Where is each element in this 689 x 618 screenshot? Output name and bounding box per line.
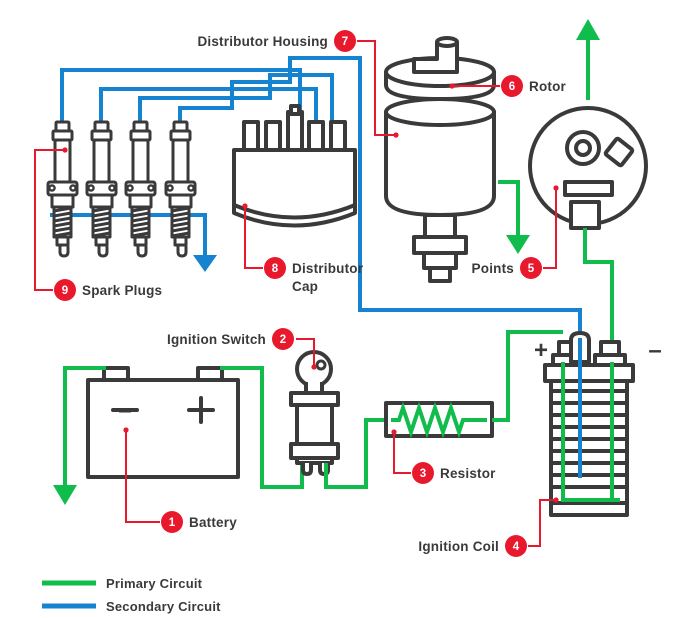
callout-9-badge[interactable]	[54, 279, 76, 301]
rotor	[384, 36, 496, 101]
callout-4-label: Ignition Coil	[418, 539, 499, 554]
callout-2-number: 2	[280, 334, 286, 346]
callout-6-label: Rotor	[529, 79, 567, 94]
primary-arrow-up	[576, 19, 600, 100]
legend-label-primary: Primary Circuit	[106, 576, 203, 591]
spark-plugs-group	[46, 120, 197, 258]
resistor	[384, 401, 494, 439]
battery: – +	[86, 366, 240, 479]
callout-1[interactable]: 1 Battery	[161, 511, 237, 533]
legend-label-secondary: Secondary Circuit	[106, 599, 221, 614]
callout-7-number: 7	[342, 36, 348, 48]
ignition-switch	[289, 350, 340, 476]
legend-item-secondary: Secondary Circuit	[42, 599, 221, 614]
callout-4-number: 4	[513, 541, 520, 553]
wire-battery-ground	[53, 366, 106, 505]
leader-2	[296, 338, 315, 367]
callout-6-badge[interactable]	[501, 75, 523, 97]
callout-5[interactable]: 5 Points	[472, 257, 542, 279]
wire-plug1-to-cap	[60, 68, 302, 122]
wire-resistor-to-coil	[492, 330, 563, 422]
arrow-plug-ground	[193, 255, 217, 272]
legend: Primary Circuit Secondary Circuit	[42, 576, 221, 614]
callout-8-number: 8	[272, 263, 279, 275]
wire-switch-to-resistor	[324, 418, 386, 489]
leader-5	[543, 188, 557, 269]
callout-8-label-line1: Distributor	[292, 261, 364, 276]
leader-4	[528, 499, 556, 547]
callout-9-number: 9	[62, 285, 68, 297]
wire-plug3-to-cap	[138, 73, 334, 122]
callout-6[interactable]: 6 Rotor	[501, 75, 567, 97]
callout-4[interactable]: 4 Ignition Coil	[418, 535, 527, 557]
callout-1-badge[interactable]	[161, 511, 183, 533]
callout-7[interactable]: 7 Distributor Housing	[197, 30, 356, 52]
coil-primary-winding-left	[561, 362, 620, 502]
callout-3[interactable]: 3 Resistor	[412, 462, 496, 484]
coil-positive-label: +	[534, 337, 548, 364]
callout-2-label: Ignition Switch	[167, 332, 266, 347]
callout-2-badge[interactable]	[272, 328, 294, 350]
callout-4-badge[interactable]	[505, 535, 527, 557]
leader-7	[357, 40, 396, 136]
spark-plug-3	[124, 120, 157, 258]
callout-3-label: Resistor	[440, 466, 496, 481]
points-assembly	[528, 106, 648, 230]
callout-8-label-line2: Cap	[292, 279, 318, 294]
primary-arrow-points	[498, 180, 530, 254]
callout-3-number: 3	[420, 468, 426, 480]
leader-9	[34, 149, 65, 291]
spark-plug-1	[46, 120, 79, 258]
callout-1-number: 1	[169, 517, 176, 529]
legend-item-primary: Primary Circuit	[42, 576, 203, 591]
wire-battery-to-switch	[220, 366, 304, 489]
callout-7-label: Distributor Housing	[197, 34, 328, 49]
callout-8-badge[interactable]	[264, 257, 286, 279]
coil-negative-label: –	[648, 337, 661, 364]
callout-2[interactable]: 2 Ignition Switch	[167, 328, 294, 350]
leader-1	[125, 430, 160, 523]
distributor-housing	[384, 97, 496, 283]
ignition-coil: + –	[534, 331, 662, 517]
leader-3	[393, 432, 411, 474]
wire-points-to-coil	[583, 228, 614, 352]
callout-5-label: Points	[472, 261, 514, 276]
callout-3-badge[interactable]	[412, 462, 434, 484]
battery-negative-label: –	[118, 397, 131, 424]
callout-leaders	[34, 40, 559, 547]
wire-plug4-to-cap	[178, 56, 362, 122]
callout-8[interactable]: 8 Distributor Cap	[264, 257, 364, 294]
battery-plus-symbol	[187, 396, 215, 424]
spark-plug-4	[164, 120, 197, 258]
callout-5-number: 5	[528, 263, 535, 275]
wire-plug2-to-cap	[99, 87, 318, 122]
callout-badges: 1 Battery 2 Ignition Switch 3 Resistor 4…	[54, 30, 567, 557]
callout-1-label: Battery	[189, 515, 237, 530]
callout-6-number: 6	[509, 81, 515, 93]
callout-9-label: Spark Plugs	[82, 283, 162, 298]
distributor-cap	[232, 104, 357, 228]
callout-9[interactable]: 9 Spark Plugs	[54, 279, 162, 301]
leader-8	[244, 206, 263, 269]
battery-positive-label: +	[194, 397, 208, 424]
callout-5-badge[interactable]	[520, 257, 542, 279]
callout-7-badge[interactable]	[334, 30, 356, 52]
spark-plug-2	[85, 120, 118, 258]
